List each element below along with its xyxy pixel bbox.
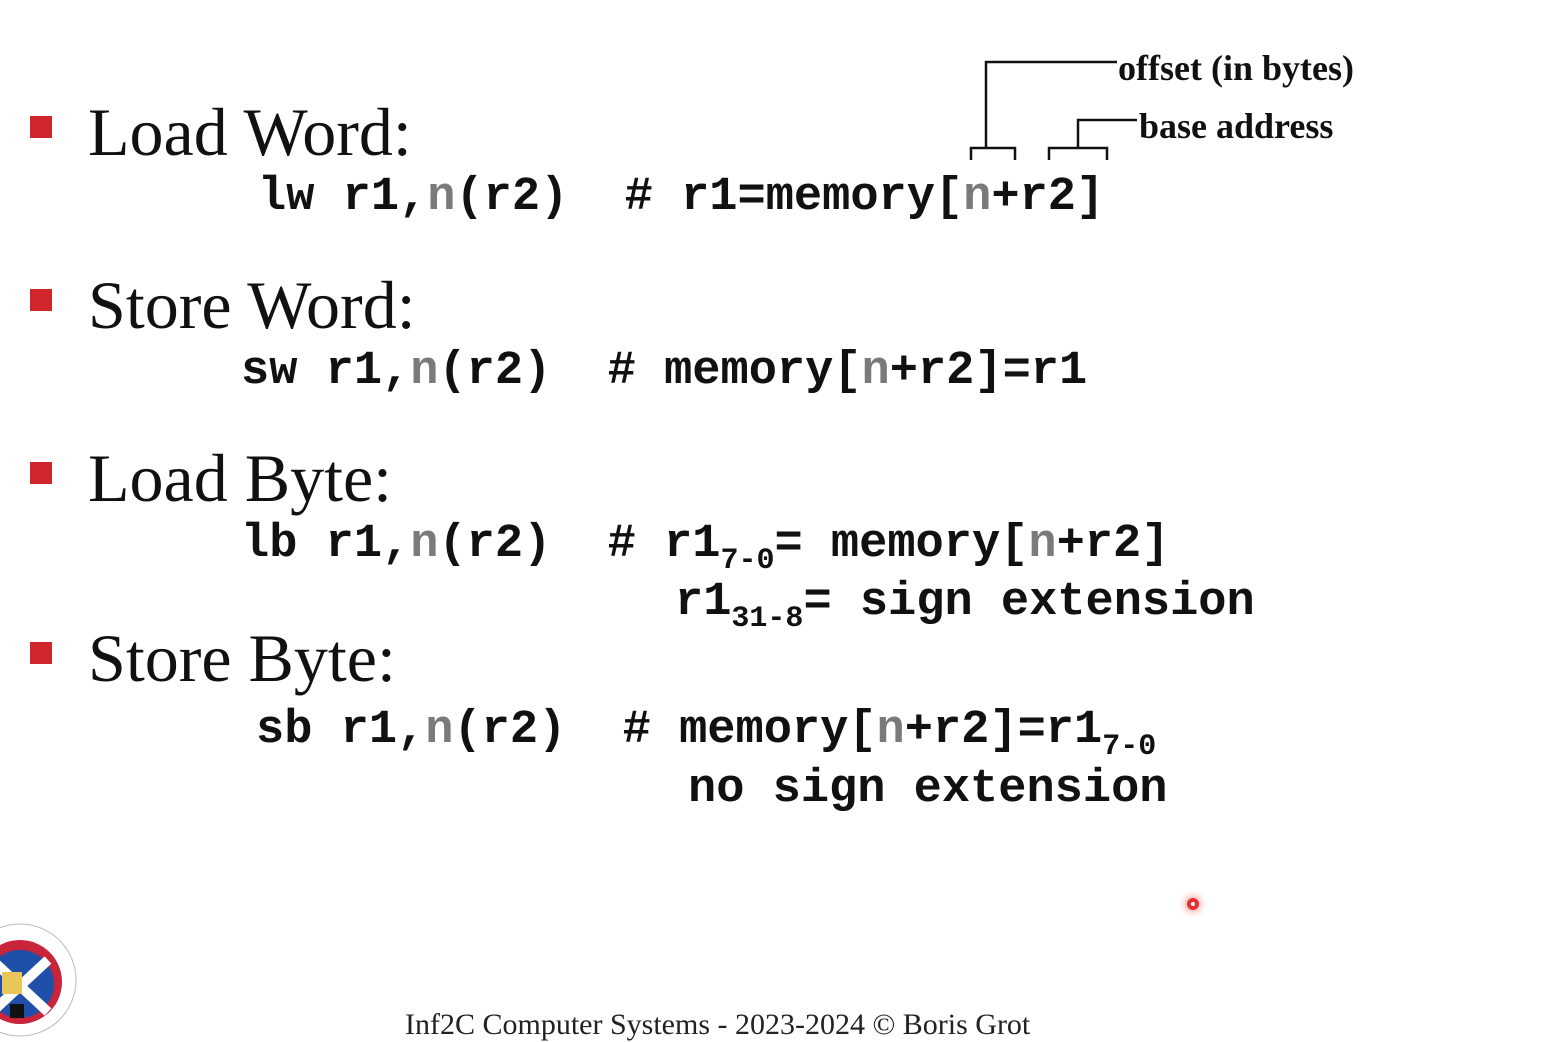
heading-load-word: Load Word: [88, 94, 412, 170]
footer: Inf2C Computer Systems - 2023-2024 © Bor… [405, 1008, 1031, 1041]
code-lb: lb r1,n(r2) # r17-0= memory[n+r2] [241, 518, 1170, 578]
bullet-icon [30, 462, 52, 484]
code-sb-line2: no sign extension [688, 763, 1168, 816]
heading-store-word: Store Word: [88, 267, 416, 343]
code-sw: sw r1,n(r2) # memory[n+r2]=r1 [241, 345, 1088, 398]
university-logo [0, 923, 77, 1037]
code-lb-line2: r131-8= sign extension [675, 576, 1255, 636]
bullet-icon [30, 116, 52, 138]
bullet-icon [30, 289, 52, 311]
heading-load-byte: Load Byte: [88, 440, 393, 516]
annotation-brackets [969, 60, 1137, 160]
code-sb: sb r1,n(r2) # memory[n+r2]=r17-0 [256, 704, 1157, 764]
laser-pointer-icon [1187, 898, 1199, 910]
offset-annotation: offset (in bytes) [1118, 48, 1354, 88]
code-lw: lw r1,n(r2) # r1=memory[n+r2] [258, 171, 1105, 224]
base-address-annotation: base address [1139, 106, 1334, 146]
heading-store-byte: Store Byte: [88, 620, 396, 696]
bullet-icon [30, 642, 52, 664]
